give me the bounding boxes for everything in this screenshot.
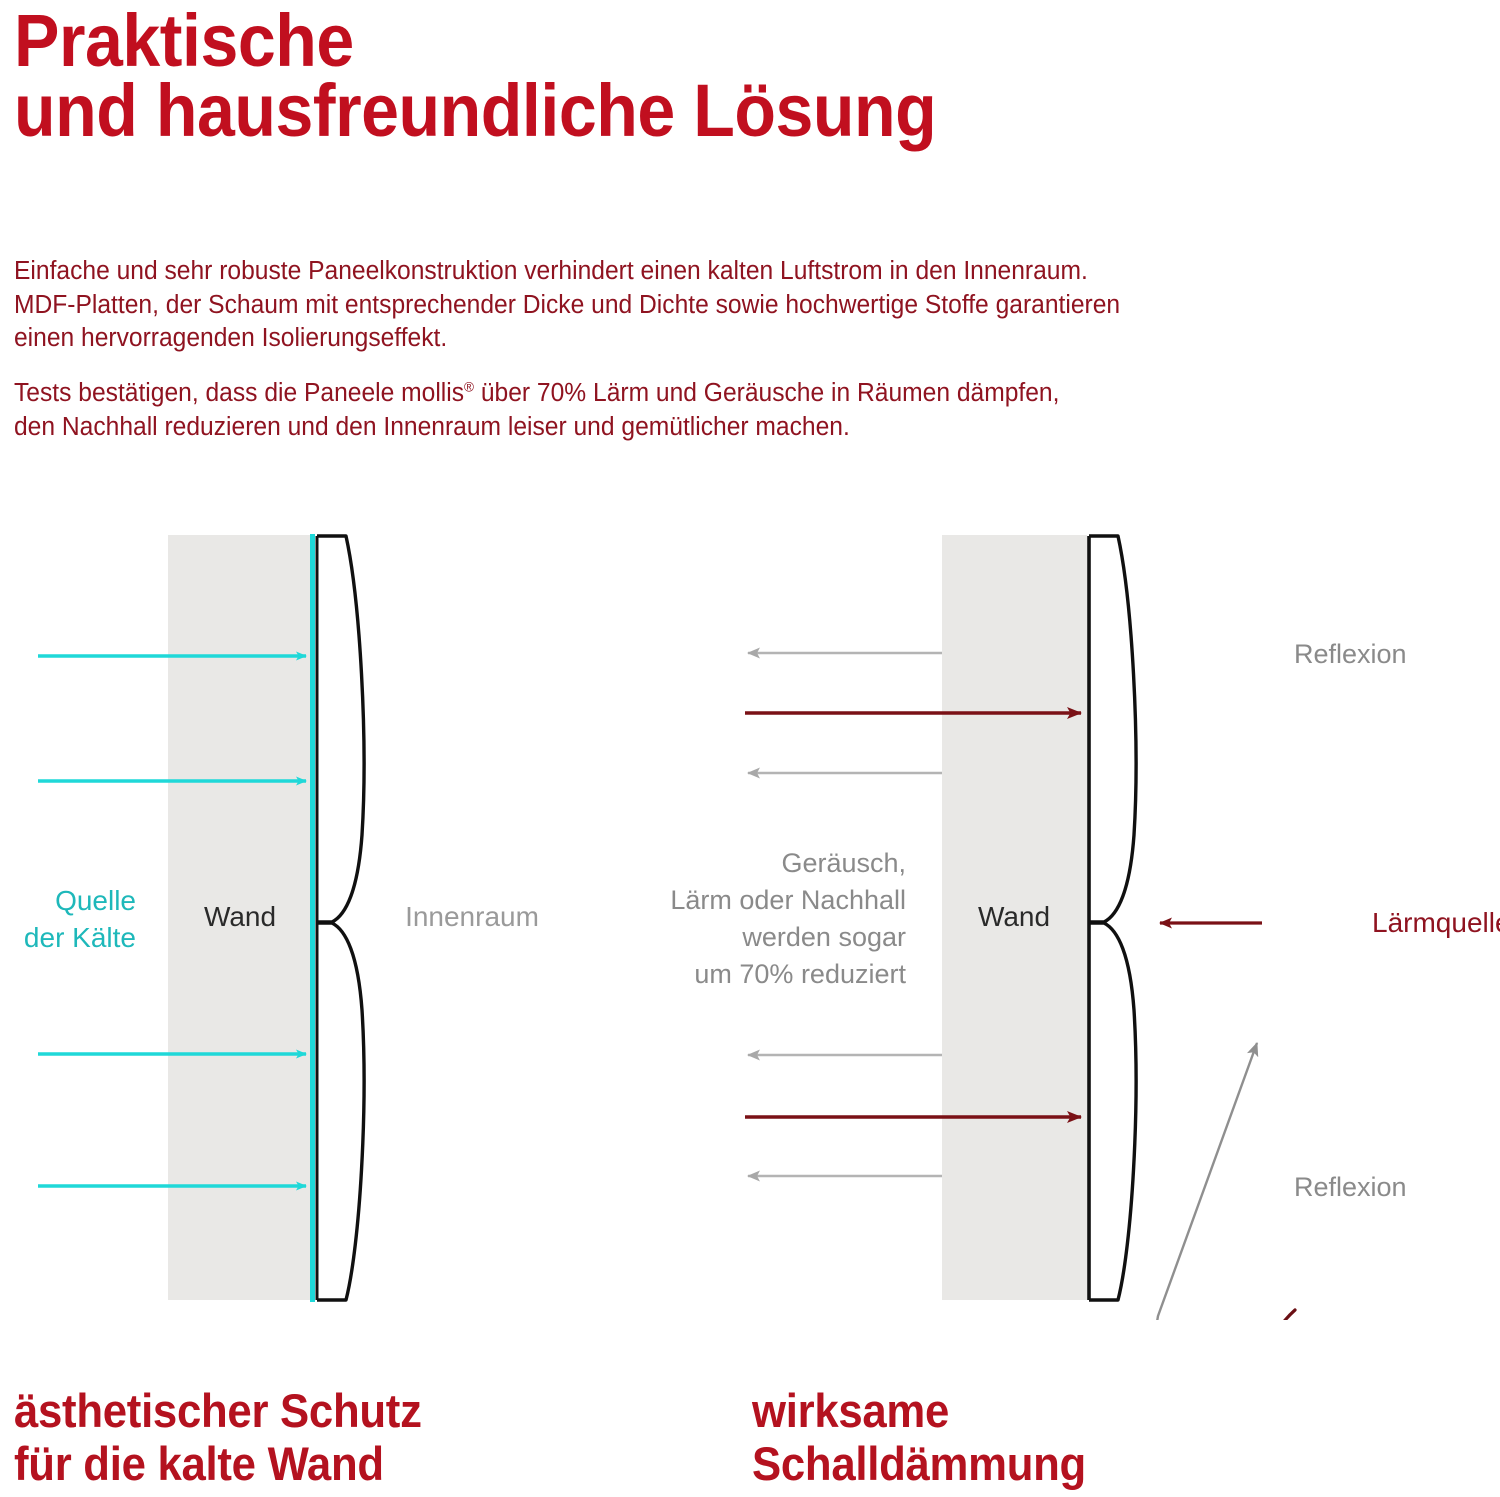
right-label-noise-l4: um 70% reduziert (694, 959, 906, 989)
right-wall-block (942, 535, 1087, 1300)
intro-p2-after: über 70% Lärm und Geräusche in Räumen dä… (14, 379, 1060, 441)
right-label-noise-source: Lärmquelle (1372, 907, 1500, 938)
right-panel-upper-outline (1089, 534, 1138, 924)
left-label-wall: Wand (204, 901, 276, 932)
right-label-wall: Wand (978, 901, 1050, 932)
left-label-source-line1: Quelle (55, 885, 136, 916)
caption-left: ästhetischer Schutz für die kalte Wand (14, 1384, 422, 1490)
left-wall-block (168, 535, 313, 1300)
page-title: Praktische und hausfreundliche Lösung (14, 0, 937, 152)
intro-paragraph-2: Tests bestätigen, dass die Paneele molli… (14, 377, 1394, 444)
sound-wave-arc-1 (1283, 1308, 1297, 1320)
right-label-reflection-top: Reflexion (1294, 639, 1407, 669)
left-panel-upper-outline (317, 534, 366, 924)
reflection-path-top (1156, 1042, 1259, 1320)
registered-trademark-icon: ® (464, 378, 475, 395)
right-panel-lower-outline (1089, 921, 1138, 1302)
left-diagram: Quelle der Kälte Wand Innenraum (24, 534, 539, 1302)
left-label-interior: Innenraum (405, 901, 539, 932)
caption-right: wirksame Schalldämmung (752, 1384, 1086, 1490)
intro-paragraph-1: Einfache und sehr robuste Paneelkonstruk… (14, 257, 1121, 353)
right-label-noise-l2: Lärm oder Nachhall (670, 885, 906, 915)
right-diagram: Geräusch, Lärm oder Nachhall werden soga… (670, 534, 1500, 1320)
right-label-reflection-bottom: Reflexion (1294, 1172, 1407, 1202)
left-label-source-line2: der Kälte (24, 922, 136, 953)
right-label-noise-l1: Geräusch, (781, 848, 906, 878)
left-panel-lower-outline (317, 921, 366, 1302)
intro-p2-before: Tests bestätigen, dass die Paneele molli… (14, 379, 465, 407)
diagram-area: Quelle der Kälte Wand Innenraum (0, 490, 1500, 1320)
right-label-noise-l3: werden sogar (741, 922, 906, 952)
